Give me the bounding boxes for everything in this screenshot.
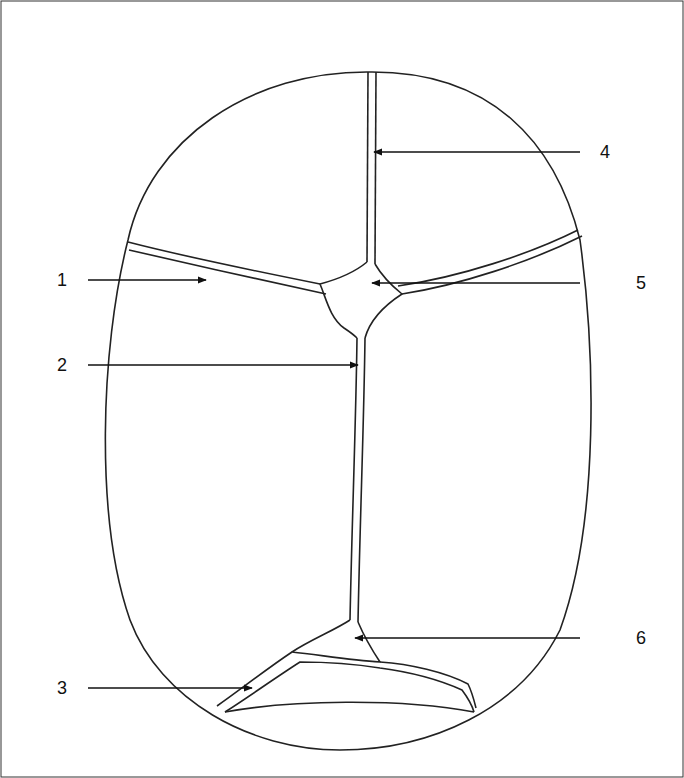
lambdoid-suture (225, 662, 474, 712)
callout-number: 5 (636, 274, 646, 292)
leader-line (355, 637, 580, 638)
frontal-suture (375, 72, 376, 264)
sagittal-suture (350, 338, 357, 620)
lambdoid-suture (217, 652, 292, 706)
callout-number: 6 (636, 629, 646, 647)
lambdoid-suture (380, 662, 476, 708)
coronal-suture (129, 250, 326, 294)
coronal-suture (128, 242, 320, 284)
callout-number: 1 (57, 271, 67, 289)
frontal-suture (367, 72, 368, 262)
coronal-suture (402, 236, 582, 294)
leader-line (88, 364, 358, 365)
callout-number: 3 (57, 679, 67, 697)
callout-number: 4 (600, 143, 610, 161)
leader-line (88, 279, 206, 280)
sagittal-suture (358, 338, 365, 622)
leader-line (88, 687, 252, 688)
occipital-bone (225, 702, 474, 712)
skull-outline (105, 72, 591, 750)
leader-line (372, 282, 580, 283)
anterior-fontanelle (320, 262, 402, 338)
leader-line (374, 151, 580, 152)
coronal-suture (398, 230, 578, 286)
callout-number: 2 (57, 356, 67, 374)
posterior-fontanelle (292, 620, 380, 662)
